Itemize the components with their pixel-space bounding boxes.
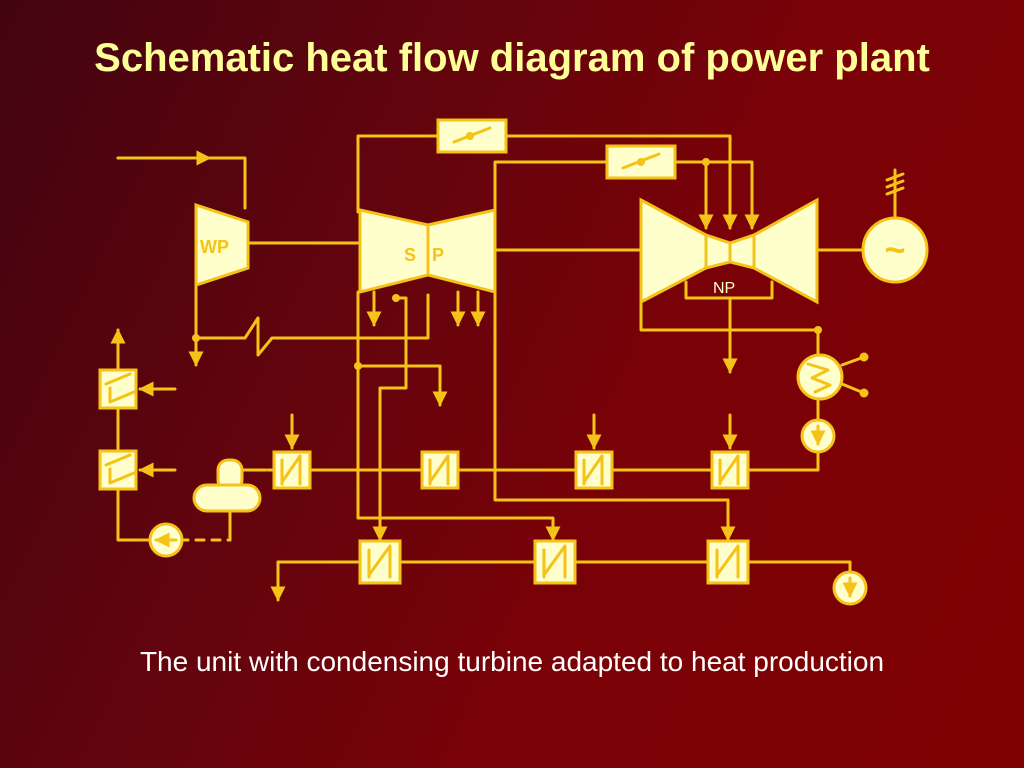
junction-dot (354, 362, 362, 370)
np-bottom-pipe (639, 298, 820, 332)
to-lower-heater-2-pipe (356, 516, 561, 542)
bottom-outlet-arrow (270, 560, 362, 602)
page-title: Schematic heat flow diagram of power pla… (94, 36, 930, 80)
heater-row-2-2 (533, 539, 577, 585)
heater-row-1-3 (574, 450, 614, 490)
condenser (796, 353, 844, 401)
valve-np-feed (605, 144, 677, 180)
np-label: NP (713, 280, 735, 297)
junction-dot (392, 294, 400, 302)
sp-bypass-right-pipe (504, 134, 738, 230)
condensate-pump (800, 418, 836, 454)
terminal-dot (859, 388, 869, 398)
heater-row-1-2 (420, 450, 460, 490)
deaerator (192, 458, 262, 513)
junction-dot (192, 334, 200, 342)
heaters (98, 368, 750, 585)
np-feed-right-pipe (673, 160, 760, 230)
caption: The unit with condensing turbine adapted… (139, 646, 885, 677)
junction-dot (702, 158, 710, 166)
sp-main-down-pipe (356, 290, 382, 542)
reheat-pipe (194, 293, 430, 357)
inlet-pipe (116, 156, 247, 210)
feed-pump (148, 522, 184, 558)
heater-row-2-1 (358, 539, 402, 585)
sp-label-p: P (432, 245, 444, 265)
np-turbine: NP (639, 197, 819, 305)
left-heater-1 (98, 368, 138, 410)
generator-symbol: ~ (884, 229, 905, 270)
pump-to-heater-pipe (748, 450, 820, 472)
outlet-pump (832, 570, 868, 606)
wp-label: WP (200, 237, 229, 257)
heater-row-1-1 (272, 450, 312, 490)
sp-label-s: S (404, 245, 416, 265)
sp-to-heater-2-pipe (356, 364, 448, 407)
generator-ground-icon (885, 172, 905, 196)
condenser-terminals (840, 355, 866, 395)
sp-bypass-left-pipe (356, 134, 440, 214)
left-heater-2 (98, 449, 138, 491)
bottom-link-3 (746, 560, 852, 574)
to-lower-heater-3-pipe (493, 248, 736, 542)
valve-top (436, 118, 508, 154)
pipe-network (110, 134, 905, 602)
terminal-dot (859, 352, 869, 362)
junction-dot (814, 326, 822, 334)
wp-turbine: WP (194, 202, 250, 288)
sp-to-lower-heater-pipe (372, 296, 408, 542)
heater-row-2-3 (706, 539, 750, 585)
sp-turbine: S P (358, 208, 497, 294)
junction-dots (192, 158, 869, 398)
generator: ~ (861, 216, 929, 284)
heater-row-1-4 (710, 450, 750, 490)
left-heater-to-pump-pipe (116, 486, 152, 542)
np-feed-left-pipe (493, 160, 609, 252)
